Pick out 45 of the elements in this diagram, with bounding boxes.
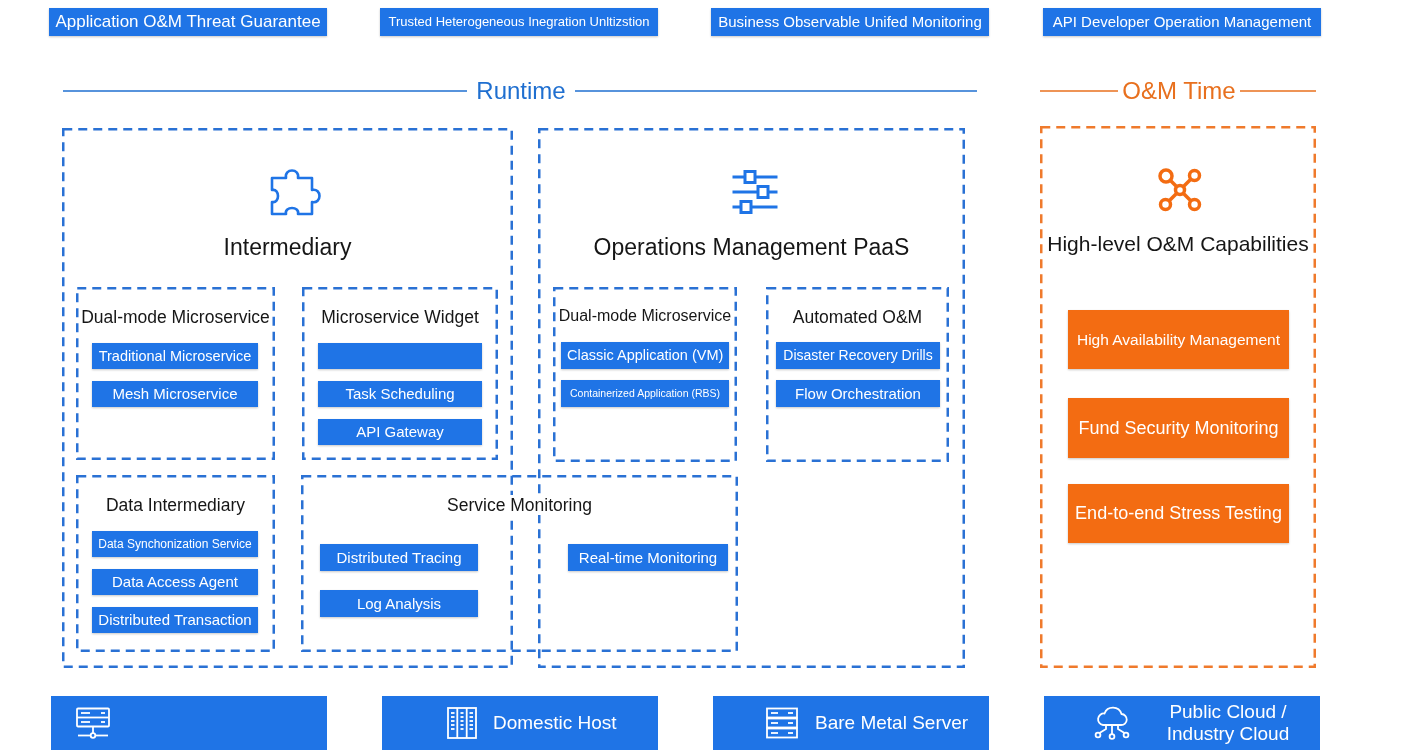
module-box: Mesh Microservice (92, 381, 258, 407)
capability-box: End-to-end Stress Testing (1068, 484, 1289, 543)
dashed-container (1040, 126, 1316, 668)
module-box: Data Synchonization Service (92, 531, 258, 557)
dashed-container (76, 475, 275, 652)
module-box: Distributed Tracing (320, 544, 478, 571)
dashed-container (766, 287, 949, 462)
module-box (318, 343, 482, 369)
section-heading: O&M Time (1122, 77, 1236, 105)
capability-box: Fund Security Monitoring (1068, 398, 1289, 458)
module-box: API Gateway (318, 419, 482, 445)
module-box: Log Analysis (320, 590, 478, 617)
capability-banner: Business Observable Unifed Monitoring (711, 8, 989, 36)
capability-banner: Trusted Heterogeneous Inegration Unltizstion (380, 8, 658, 36)
section-title: Automated O&M (792, 307, 923, 328)
section-title: Microservice Widget (321, 307, 479, 328)
section-title: Dual-mode Microservice (558, 307, 732, 326)
capability-banner: Application O&M Threat Guarantee (49, 8, 327, 36)
module-box: Disaster Recovery Drills (776, 342, 940, 369)
group-title: Operations Management PaaS (593, 234, 910, 261)
dashed-container (302, 287, 498, 460)
module-box: Task Scheduling (318, 381, 482, 407)
module-box: Classic Application (VM) (561, 342, 729, 369)
dashed-container (76, 287, 275, 460)
section-heading: Runtime (476, 77, 566, 105)
capability-banner: API Developer Operation Management (1043, 8, 1321, 36)
module-box: Traditional Microservice (92, 343, 258, 369)
platform-label: Domestic Host (493, 712, 617, 734)
section-title: Data Intermediary (105, 495, 246, 516)
module-box: Real-time Monitoring (568, 544, 728, 571)
module-box: Containerized Application (RBS) (561, 380, 729, 407)
module-box: Distributed Transaction (92, 607, 258, 633)
group-title: Intermediary (223, 234, 352, 261)
platform-box (1044, 696, 1320, 750)
module-box: Data Access Agent (92, 569, 258, 595)
section-title: Dual-mode Microservice (81, 307, 270, 328)
platform-box (382, 696, 658, 750)
capability-box: High Availability Management (1068, 310, 1289, 369)
group-title: High-level O&M Capabilities (1047, 232, 1309, 257)
platform-box (51, 696, 327, 750)
module-box: Flow Orchestration (776, 380, 940, 407)
platform-label: Public Cloud / Industry Cloud (1165, 701, 1291, 745)
platform-label: Bare Metal Server (815, 712, 969, 734)
platform-box (713, 696, 989, 750)
dashed-container (553, 287, 737, 462)
